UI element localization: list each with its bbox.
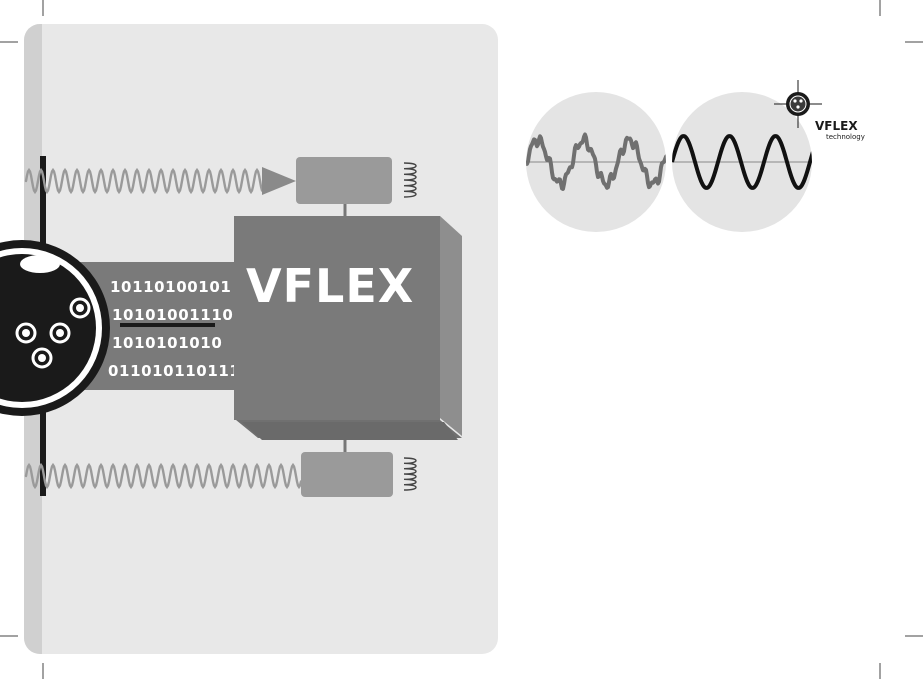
component-top — [296, 157, 417, 216]
processor-chip: VFLEX — [234, 216, 462, 440]
binary-line-1: 10110100101 — [110, 278, 231, 296]
signal-arrowhead — [262, 167, 296, 195]
wave-clean — [672, 134, 812, 190]
binary-line-3: 1010101010 — [112, 334, 222, 352]
binary-line-2: 10101001110 — [112, 306, 233, 324]
binary-line-4: 011010110111 — [108, 362, 240, 380]
binary-stream: 10110100101 10101001110 1010101010 01101… — [60, 262, 248, 390]
xlr-connector — [0, 240, 110, 416]
chip-brand: VFLEX — [246, 259, 414, 313]
wave-noisy-panel — [526, 92, 666, 232]
wave-clean-panel — [672, 92, 812, 232]
vflex-logo: VFLEX technology — [774, 80, 865, 141]
logo-tagline: technology — [826, 133, 865, 141]
component-bottom — [301, 440, 417, 497]
logo-name: VFLEX — [815, 119, 858, 133]
coil-signal-bottom — [24, 462, 303, 490]
wave-noisy — [526, 132, 666, 191]
coil-signal-top — [24, 167, 264, 195]
